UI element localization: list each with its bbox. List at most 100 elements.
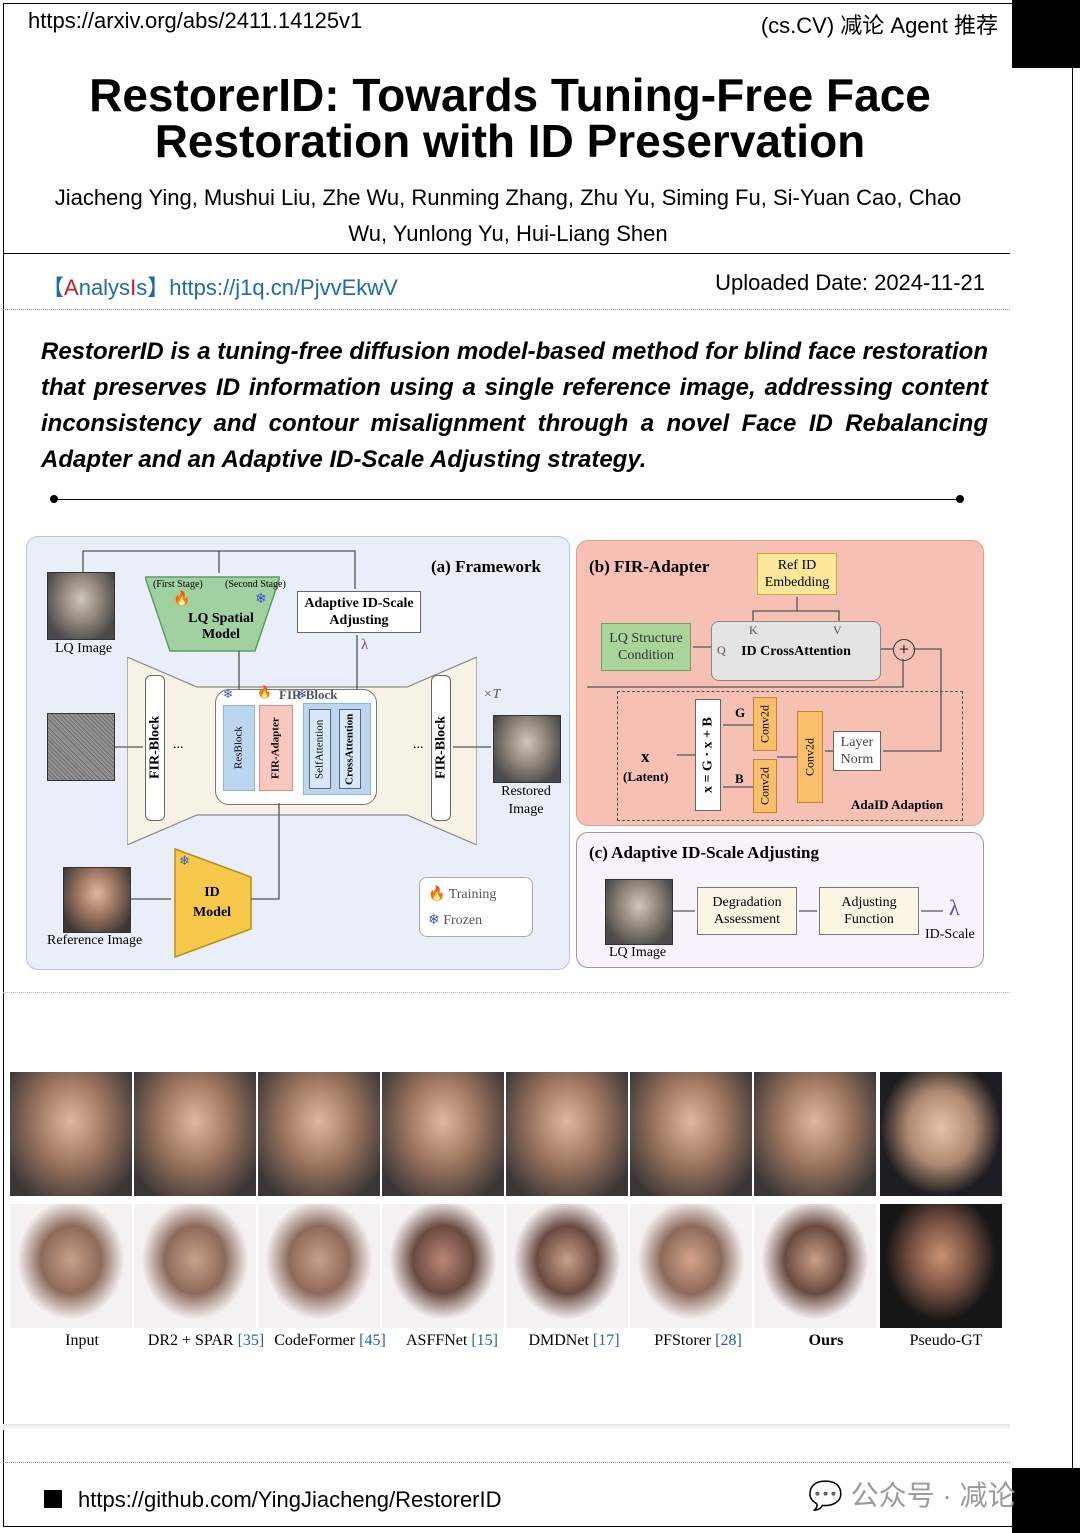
result-row1-codeformer	[258, 1072, 380, 1196]
comparison-captions: Input DR2 + SPAR [35] CodeFormer [45] AS…	[10, 1332, 1006, 1356]
reference-image-label: Reference Image	[47, 933, 143, 948]
framework-arrows	[82, 550, 491, 900]
adaid-adaption-label: AdaID Adaption	[851, 797, 944, 812]
lq-image-label: LQ Image	[609, 945, 667, 960]
caption-pseudo-gt: Pseudo-GT	[909, 1332, 983, 1349]
architecture-figure: (a) Framework LQ Image (First Stage) (Se…	[26, 536, 988, 970]
separator-figure	[3, 992, 1010, 993]
divider-dot-right	[956, 495, 964, 503]
adaptive-arrows	[673, 910, 943, 912]
caption-asffnet: ASFFNet [15]	[405, 1332, 498, 1349]
caption-dr2spar: DR2 + SPAR [35]	[147, 1332, 265, 1349]
result-row1-asffnet	[382, 1072, 504, 1196]
separator-bottom	[3, 1462, 1010, 1463]
snowflake-icon: ❄	[297, 687, 308, 701]
noise-latent-image	[47, 713, 115, 781]
result-row2-dmdnet	[506, 1204, 628, 1328]
id-crossattention-box: ID CrossAttention	[711, 621, 881, 681]
result-row1-input	[10, 1072, 132, 1196]
framework-title: (a) Framework	[431, 557, 541, 576]
separator-top	[3, 253, 1010, 254]
author-list: Jiacheng Ying, Mushui Liu, Zhe Wu, Runmi…	[54, 185, 962, 246]
plus-circle-icon: +	[893, 639, 915, 661]
result-row2-codeformer	[258, 1204, 380, 1328]
lq-image-thumbnail	[605, 879, 673, 945]
times-t-label: ×T	[483, 687, 501, 702]
lambda-symbol: λ	[949, 895, 960, 920]
flame-icon: 🔥	[173, 592, 191, 607]
framework-panel: (a) Framework LQ Image (First Stage) (Se…	[26, 536, 570, 970]
lq-image-label: LQ Image	[55, 641, 113, 656]
divider-dot-left	[50, 495, 58, 503]
caption-ours: Ours	[808, 1332, 844, 1349]
result-row1-pseudo-gt	[880, 1072, 1002, 1196]
adaid-adaption-region	[617, 691, 963, 821]
paper-title: RestorerID: Towards Tuning-Free Face Res…	[89, 69, 931, 167]
corner-block-top	[1012, 0, 1080, 68]
result-row1-pfstorer	[630, 1072, 752, 1196]
dots-right: ...	[413, 737, 424, 752]
k-label: K	[749, 623, 758, 637]
adaptive-title: (c) Adaptive ID-Scale Adjusting	[589, 843, 819, 862]
github-link[interactable]: https://github.com/YingJiacheng/Restorer…	[78, 1487, 502, 1512]
wechat-icon: 💬	[808, 1480, 843, 1511]
flame-icon: 🔥	[428, 887, 446, 902]
wechat-watermark: 💬 公众号 · 减论	[808, 1480, 1016, 1511]
caption-input: Input	[65, 1332, 99, 1349]
result-row2-asffnet	[382, 1204, 504, 1328]
snowflake-icon: ❄	[428, 913, 440, 928]
reference-image-thumbnail	[63, 867, 131, 933]
legend-training: 🔥 Training	[428, 887, 497, 902]
fir-adapter-arrows	[587, 597, 942, 788]
id-model-trapezoid	[174, 847, 252, 959]
bullet-square-icon	[44, 1490, 62, 1508]
fir-adapter-title: (b) FIR-Adapter	[589, 557, 710, 576]
corner-block-bottom	[1012, 1468, 1080, 1533]
abstract-summary: RestorerID is a tuning-free diffusion mo…	[41, 338, 988, 473]
analysis-link[interactable]: 【AnalysIs】https://j1q.cn/PjvvEkwV	[42, 275, 398, 300]
result-row1-dmdnet	[506, 1072, 628, 1196]
lq-image-thumbnail	[47, 572, 115, 640]
upload-date: Uploaded Date: 2024-11-21	[715, 270, 985, 295]
q-label: Q	[717, 643, 726, 657]
snowflake-icon: ❄	[223, 687, 234, 701]
divider-line	[54, 499, 960, 500]
id-scale-label: ID-Scale	[925, 927, 975, 942]
v-label: V	[833, 623, 842, 637]
fir-block-center-label: FIR-Block	[279, 687, 338, 702]
lq-spatial-trapezoid	[145, 576, 280, 652]
category-tag: (cs.CV) 减论 Agent 推荐	[760, 13, 998, 38]
snowflake-icon: ❄	[255, 592, 267, 607]
result-row2-pseudo-gt	[880, 1204, 1002, 1328]
comparison-grid	[10, 1072, 1006, 1328]
legend-box: 🔥 Training ❄ Frozen	[419, 877, 533, 937]
caption-pfstorer: PFStorer [28]	[654, 1332, 742, 1349]
restored-image-thumbnail	[493, 715, 561, 783]
second-stage-label: (Second Stage)	[225, 579, 286, 590]
caption-codeformer: CodeFormer [45]	[274, 1332, 386, 1349]
arxiv-link[interactable]: https://arxiv.org/abs/2411.14125v1	[28, 8, 363, 33]
b-label: B	[735, 771, 744, 786]
adaptive-id-scale-panel: (c) Adaptive ID-Scale Adjusting LQ Image…	[576, 832, 984, 968]
result-row2-dr2spar	[134, 1204, 256, 1328]
result-row2-ours	[754, 1204, 876, 1328]
latent-label: (Latent)	[623, 769, 669, 784]
result-row1-ours	[754, 1072, 876, 1196]
separator-shadow	[3, 1424, 1010, 1430]
caption-dmdnet: DMDNet [17]	[528, 1332, 620, 1349]
page-border	[3, 3, 1073, 1527]
result-row1-dr2spar	[134, 1072, 256, 1196]
lambda-symbol: λ	[361, 637, 369, 653]
result-row2-input	[10, 1204, 132, 1328]
flame-icon: 🔥	[257, 685, 272, 699]
